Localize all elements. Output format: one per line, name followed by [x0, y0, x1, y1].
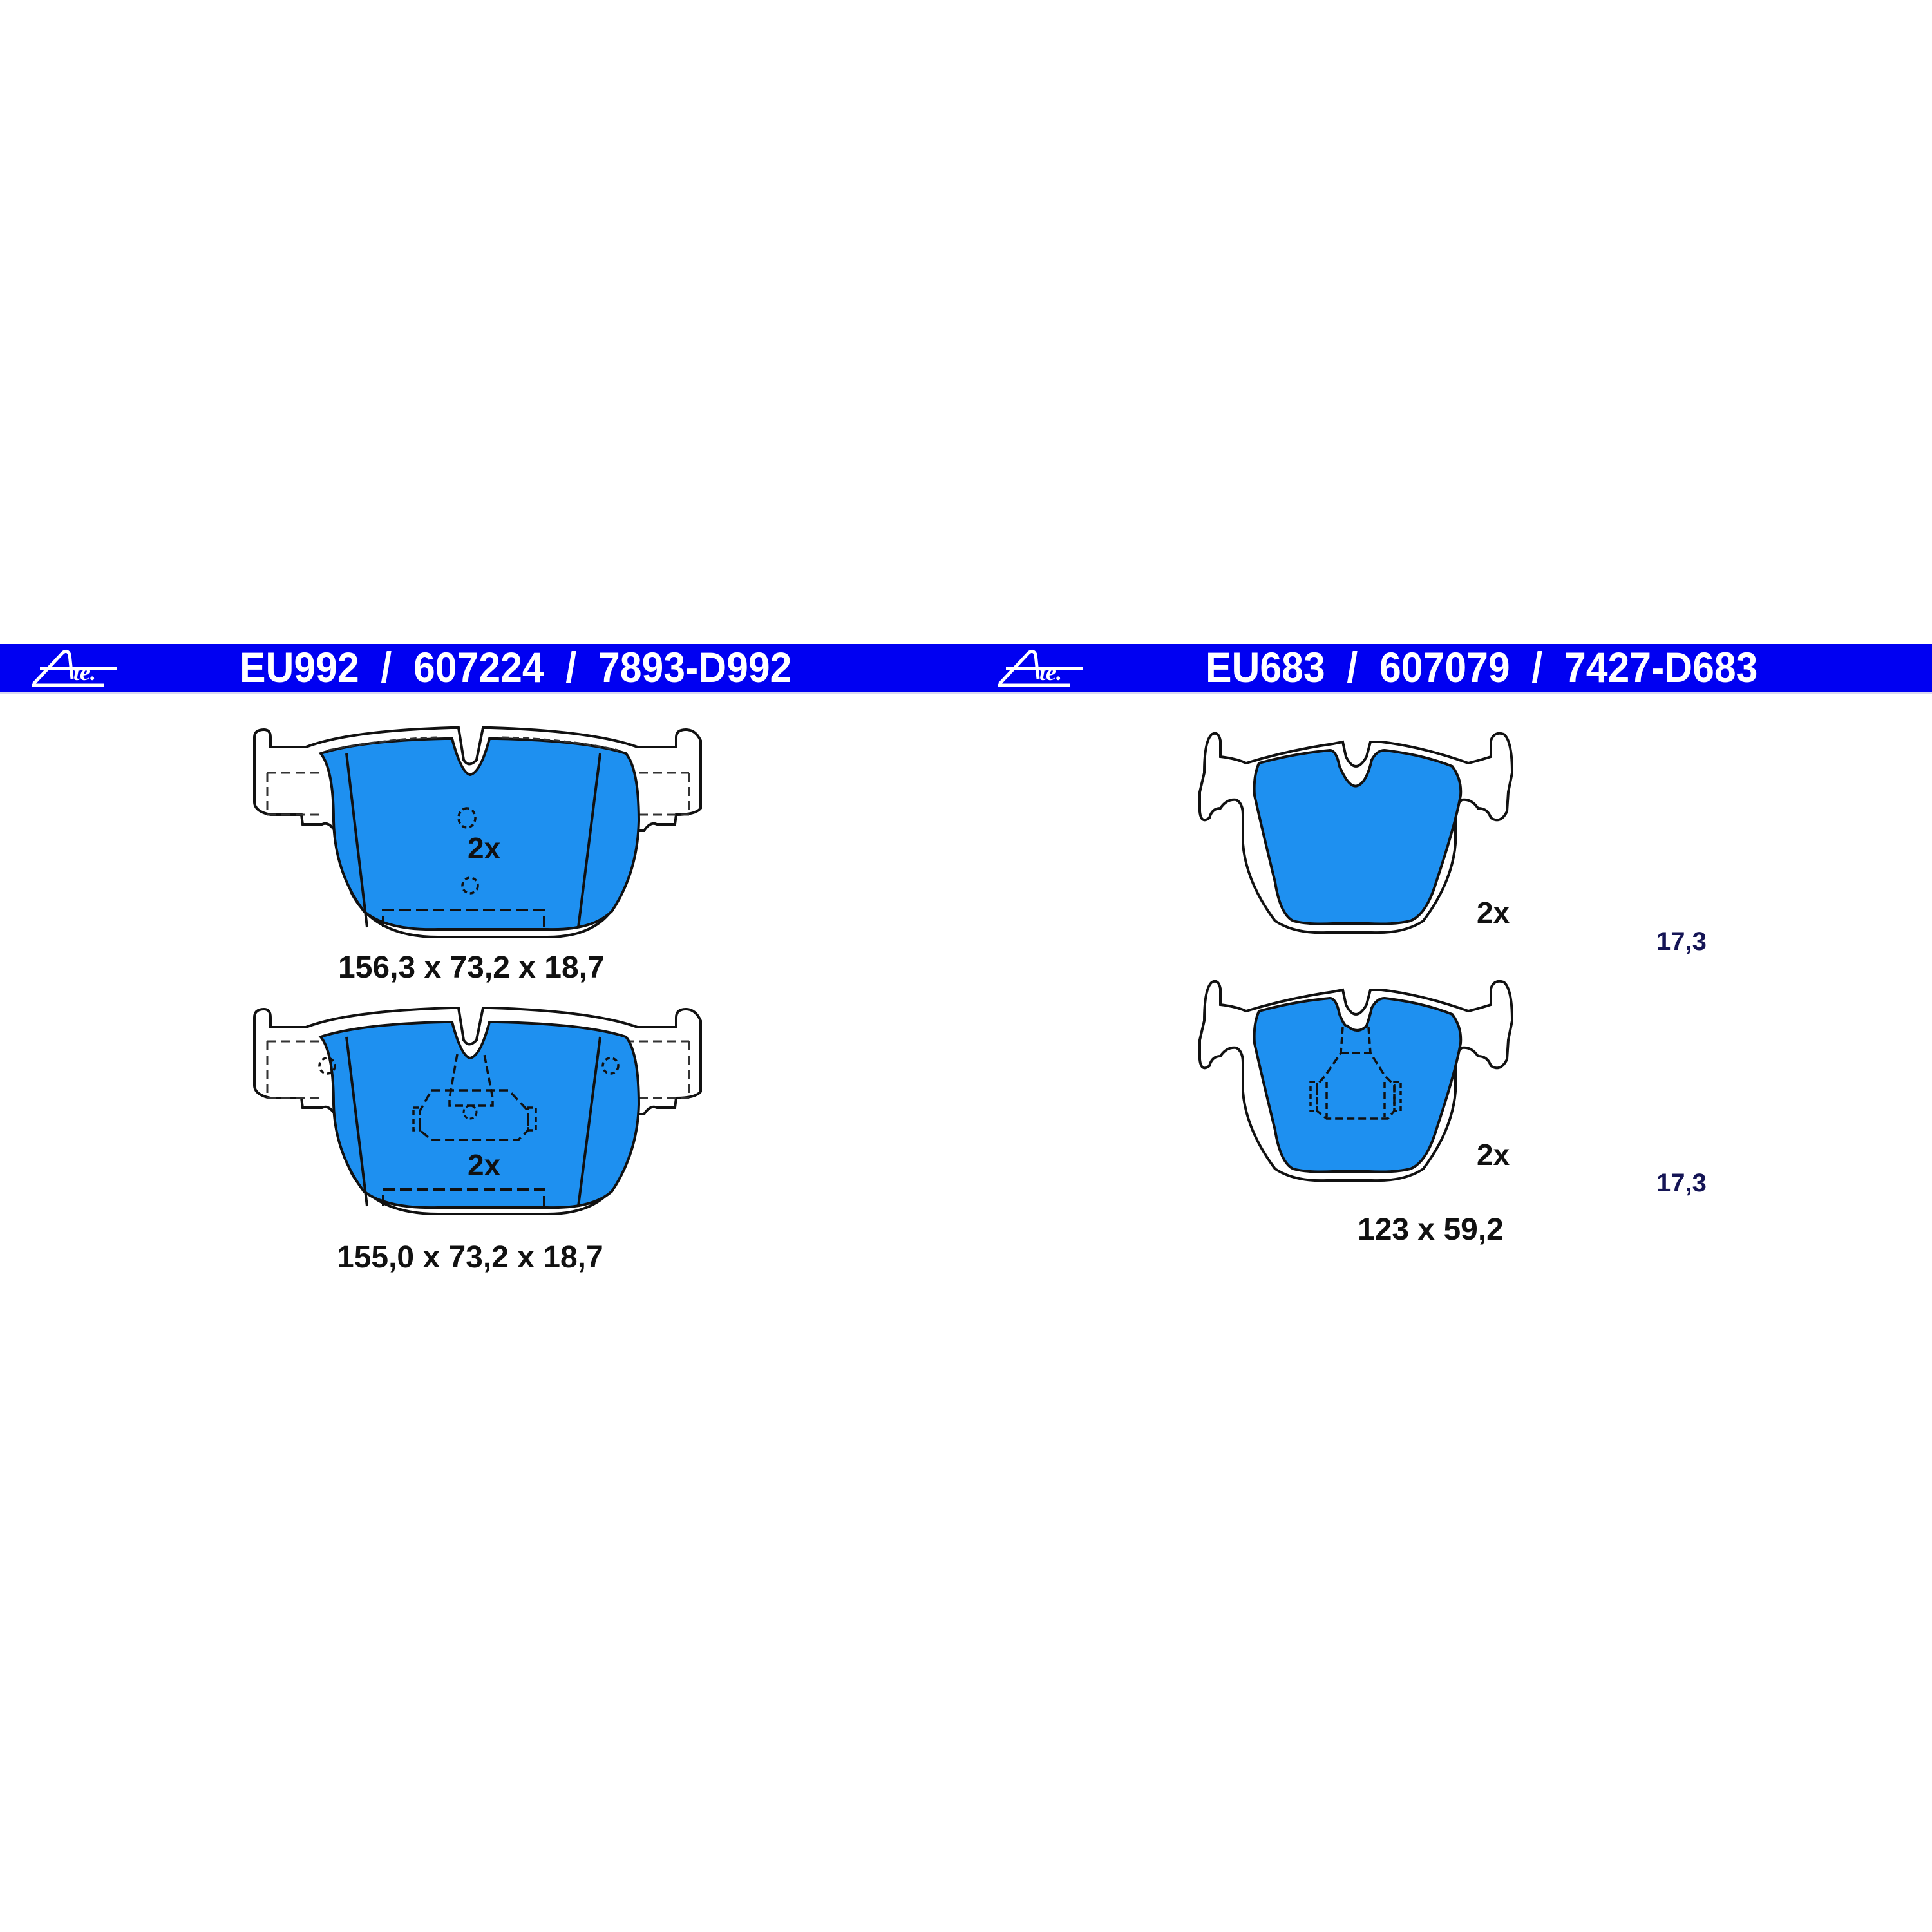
header-title-left: EU992 / 607224 / 7893-D992 — [240, 643, 792, 691]
ate-logo-icon: te. — [998, 649, 1083, 687]
thickness-label: 17,3 — [1656, 927, 1707, 956]
dimensions-label: 155,0 x 73,2 x 18,7 — [337, 1240, 603, 1274]
dimensions-label: 156,3 x 73,2 x 18,7 — [338, 951, 605, 985]
front-pad-inner-drawing — [253, 1007, 702, 1215]
friction-material — [318, 737, 641, 931]
header-bar — [0, 644, 1932, 694]
friction-material — [1253, 748, 1463, 925]
quantity-label: 2x — [468, 831, 501, 865]
svg-text:te.: te. — [73, 659, 96, 685]
friction-material — [318, 1021, 641, 1209]
header-title-right: EU683 / 607079 / 7427-D683 — [1206, 643, 1758, 691]
dimensions-label: 123 x 59,2 — [1358, 1213, 1504, 1247]
rear-pad-inner-drawing — [1198, 980, 1514, 1182]
quantity-label: 2x — [1477, 896, 1510, 929]
front-pad-outer-drawing — [253, 726, 702, 938]
svg-text:te.: te. — [1039, 659, 1062, 685]
thickness-label: 17,3 — [1656, 1169, 1707, 1197]
friction-material — [1253, 996, 1463, 1173]
quantity-label: 2x — [468, 1148, 501, 1182]
rear-pad-outer-drawing — [1198, 732, 1514, 934]
quantity-label: 2x — [1477, 1138, 1510, 1171]
ate-logo-icon: te. — [32, 649, 117, 687]
